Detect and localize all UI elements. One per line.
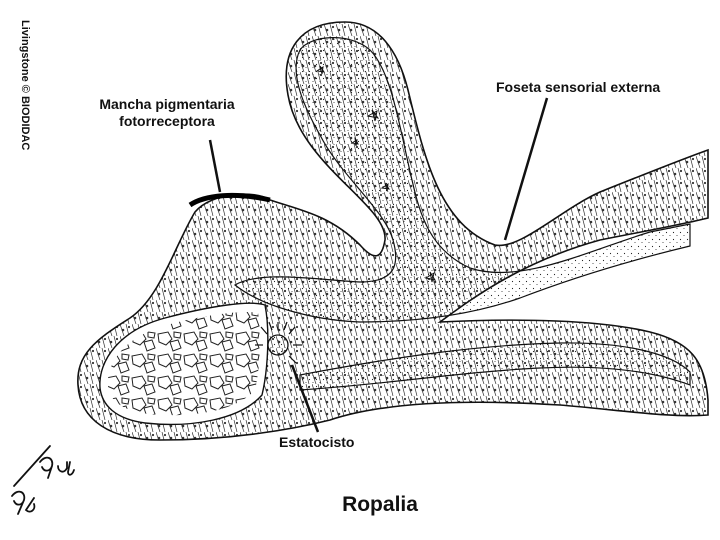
pigment-spot <box>188 192 271 208</box>
label-foseta-sensorial: Foseta sensorial externa <box>496 79 661 95</box>
stippled-cavity <box>233 37 691 323</box>
label-mancha-line2: fotorreceptora <box>119 113 215 129</box>
label-mancha-pigmentaria: Mancha pigmentaria fotorreceptora <box>62 96 272 130</box>
leader-mancha <box>208 139 222 193</box>
star-cells <box>315 65 437 283</box>
handwritten-note <box>11 445 75 515</box>
label-mancha-line1: Mancha pigmentaria <box>99 96 235 112</box>
lower-canal <box>299 342 691 391</box>
credit-text: Livingstone © BIODIDAC <box>19 20 31 151</box>
label-estatocisto: Estatocisto <box>279 434 355 450</box>
leader-foseta <box>503 97 549 241</box>
leader-estatocisto <box>290 364 320 433</box>
statocyst <box>255 321 302 364</box>
figure-title: Ropalia <box>342 493 418 516</box>
